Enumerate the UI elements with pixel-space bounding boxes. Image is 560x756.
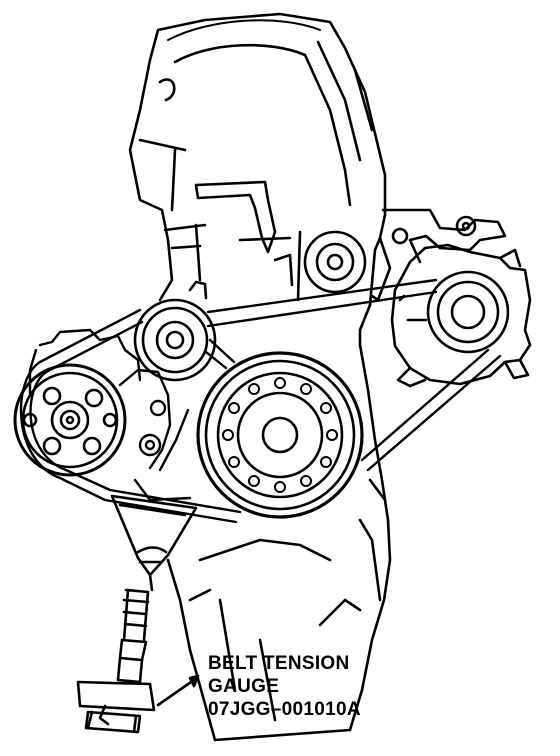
label-line-2: GAUGE <box>208 676 280 697</box>
idler-pulley <box>133 280 217 382</box>
alternator <box>390 234 532 388</box>
left-bracket <box>28 328 192 502</box>
label-line-1: BELT TENSION <box>208 653 350 674</box>
drive-belt <box>19 278 502 524</box>
belt-tension-gauge <box>76 494 200 734</box>
crankshaft-pulley <box>196 351 364 519</box>
label-part-number: 07JGG–001010A <box>208 699 361 720</box>
belt-tension-gauge-label: BELT TENSION GAUGE 07JGG–001010A <box>208 652 361 721</box>
compressor-pulley <box>13 363 127 477</box>
crank-bolt-holes <box>222 377 338 493</box>
engine-block <box>128 12 507 742</box>
